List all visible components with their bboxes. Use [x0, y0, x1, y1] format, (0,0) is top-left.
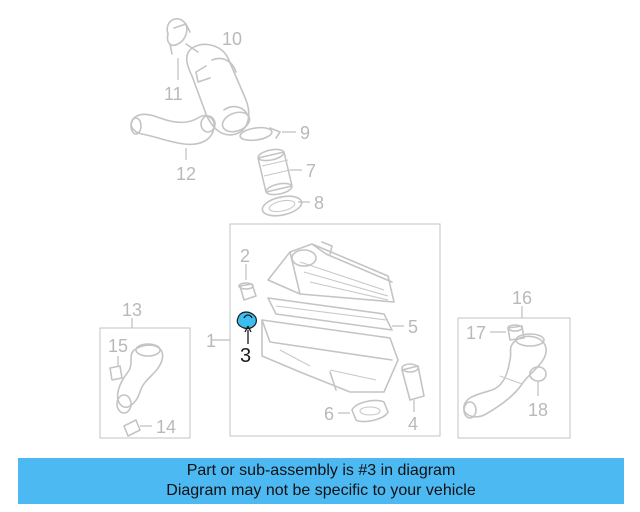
label-14: 14 [156, 417, 176, 437]
label-17: 17 [466, 323, 486, 343]
banner-line-part-info: Part or sub-assembly is #3 in diagram [186, 462, 456, 479]
part-18-clip [529, 366, 547, 382]
part-14-clip [123, 419, 141, 437]
label-11: 11 [164, 84, 183, 104]
label-10: 10 [222, 29, 242, 49]
part-1-air-cleaner-box-frame [229, 223, 441, 437]
label-2: 2 [240, 246, 250, 266]
label-12: 12 [176, 164, 196, 184]
leader-lines [117, 58, 539, 427]
label-7: 7 [306, 161, 316, 181]
label-4: 4 [408, 414, 418, 434]
part-17-plug [507, 324, 525, 341]
label-9: 9 [300, 123, 310, 143]
label-5: 5 [408, 317, 418, 337]
part-16-box-frame [457, 317, 571, 439]
part-6-duct [351, 399, 389, 423]
label-3: 3 [240, 345, 251, 367]
part-7-airflow-sensor [257, 148, 293, 196]
part-labels: 10 11 9 12 7 8 2 1 3 5 4 6 13 15 14 16 1… [108, 29, 548, 437]
label-1: 1 [206, 331, 216, 351]
part-4-hose [401, 363, 425, 401]
part-10-intake-duct [185, 43, 251, 136]
label-16: 16 [512, 288, 532, 308]
label-13: 13 [122, 300, 142, 320]
part-13-box-frame [99, 327, 191, 439]
part-16-hose [463, 333, 547, 419]
part-8-gasket [261, 195, 303, 217]
label-18: 18 [528, 400, 548, 420]
air-cleaner-upper-housing [267, 241, 395, 303]
part-2-grommet [238, 282, 257, 301]
label-6: 6 [324, 404, 334, 424]
label-15: 15 [108, 336, 128, 356]
info-banner: Part or sub-assembly is #3 in diagram Di… [18, 458, 624, 504]
part-12-hose [130, 113, 216, 146]
part-15-clip [109, 365, 123, 381]
label-8: 8 [314, 193, 324, 213]
part-9-hose-clamp [239, 126, 281, 142]
part-11-hose-clamp [166, 18, 191, 55]
air-cleaner-lower-housing [261, 319, 399, 393]
part-3-highlighted-grommet [236, 311, 257, 330]
part-13-hose [116, 343, 164, 414]
parts-diagram: 10 11 9 12 7 8 2 1 3 5 4 6 13 15 14 16 1… [99, 18, 571, 439]
banner-line-disclaimer: Diagram may not be specific to your vehi… [166, 482, 476, 499]
part-5-filter-element [267, 297, 393, 331]
